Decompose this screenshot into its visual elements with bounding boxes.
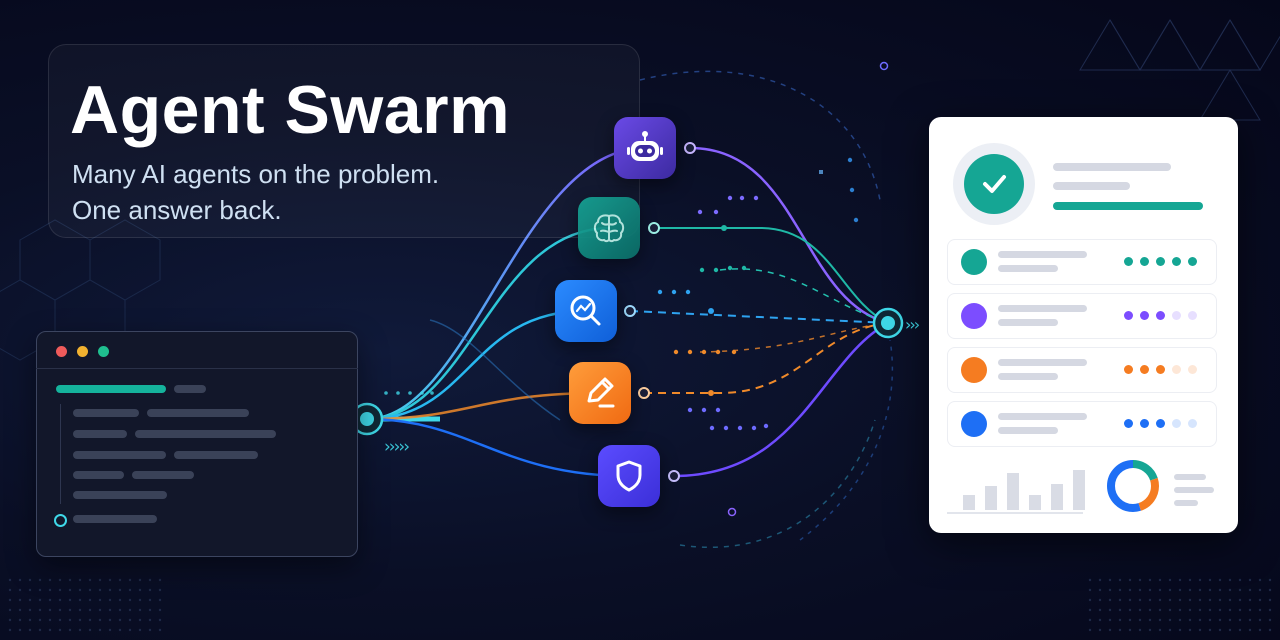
- triangle-pattern: [1079, 19, 1280, 121]
- page-subtitle: Many AI agents on the problem. One answe…: [72, 156, 439, 228]
- result-row: [947, 293, 1217, 339]
- code-line: [135, 430, 276, 438]
- robot-icon: [627, 131, 663, 161]
- result-row-line: [998, 427, 1058, 434]
- code-window-titlebar: [36, 331, 358, 369]
- rating-dot: [1124, 419, 1133, 428]
- rating-dot: [1172, 419, 1181, 428]
- agent-brain[interactable]: [578, 197, 640, 259]
- svg-text:›››: ›››: [905, 315, 920, 334]
- result-progress-bar: [1053, 202, 1203, 210]
- agent-security[interactable]: [598, 445, 660, 507]
- brain-icon: [593, 214, 625, 243]
- result-heading-line: [1053, 163, 1171, 171]
- result-row-line: [998, 373, 1058, 380]
- result-row-line: [998, 359, 1087, 366]
- rating-dot: [1188, 257, 1197, 266]
- minimize-dot-icon: [77, 346, 88, 357]
- code-line: [132, 471, 194, 479]
- subtitle-line-2: One answer back.: [72, 195, 282, 225]
- code-line: [73, 471, 124, 479]
- agent-status-icon: [961, 249, 987, 275]
- result-row-line: [998, 265, 1058, 272]
- pencil-icon: [587, 377, 615, 408]
- agent-status-icon: [961, 303, 987, 329]
- result-row: [947, 401, 1217, 447]
- shield-icon: [616, 460, 642, 492]
- rating-dot: [1140, 257, 1149, 266]
- dot-grid: [8, 578, 1272, 632]
- result-row: [947, 347, 1217, 393]
- cursor-marker-icon: [54, 514, 67, 527]
- result-row-line: [998, 319, 1058, 326]
- result-row-line: [998, 305, 1087, 312]
- donut-segment: [1107, 460, 1159, 512]
- close-dot-icon: [56, 346, 67, 357]
- rating-dot: [1140, 419, 1149, 428]
- agent-status-icon: [961, 357, 987, 383]
- code-line: [73, 491, 167, 499]
- rating-dot: [1188, 365, 1197, 374]
- rating-dot: [1156, 311, 1165, 320]
- donut-segment: [1107, 460, 1159, 512]
- rating-dot: [1140, 311, 1149, 320]
- mini-bar: [985, 486, 997, 510]
- rating-dot: [1124, 365, 1133, 374]
- result-summary-graphics: [947, 460, 1214, 514]
- code-line: [174, 385, 206, 393]
- mini-bar: [1051, 484, 1063, 510]
- rating-dot: [1156, 419, 1165, 428]
- result-row-line: [998, 413, 1087, 420]
- maximize-dot-icon: [98, 346, 109, 357]
- result-heading-line: [1053, 182, 1130, 190]
- agent-writer[interactable]: [569, 362, 631, 424]
- code-line: [73, 409, 139, 417]
- agent-robot[interactable]: [614, 117, 676, 179]
- rating-dot: [1188, 311, 1197, 320]
- rating-dot: [1172, 257, 1181, 266]
- mini-bar: [1007, 473, 1019, 510]
- code-indent-guide: [60, 404, 61, 504]
- code-line: [73, 451, 166, 459]
- data-particles: [657, 157, 859, 431]
- svg-text:›››››: ›››››: [384, 437, 409, 457]
- rating-dot: [1124, 311, 1133, 320]
- page-title: Agent Swarm: [70, 72, 511, 148]
- code-line: [73, 430, 127, 438]
- agent-analytics[interactable]: [555, 280, 617, 342]
- rating-dot: [1156, 257, 1165, 266]
- rating-dot: [1172, 311, 1181, 320]
- rating-dot: [1172, 365, 1181, 374]
- subtitle-line-1: Many AI agents on the problem.: [72, 159, 440, 189]
- code-line: [147, 409, 249, 417]
- result-row-line: [998, 251, 1087, 258]
- code-line: [73, 515, 157, 523]
- rating-dot: [1156, 365, 1165, 374]
- rating-dot: [1140, 365, 1149, 374]
- rating-dot: [1124, 257, 1133, 266]
- mini-bar: [963, 495, 975, 510]
- analytics-search-icon: [570, 295, 601, 326]
- check-icon: [964, 154, 1024, 214]
- code-line-highlight: [56, 385, 166, 393]
- agent-status-icon: [961, 411, 987, 437]
- mini-bar: [1073, 470, 1085, 510]
- code-line: [174, 451, 258, 459]
- rating-dot: [1188, 419, 1197, 428]
- mini-bar: [1029, 495, 1041, 510]
